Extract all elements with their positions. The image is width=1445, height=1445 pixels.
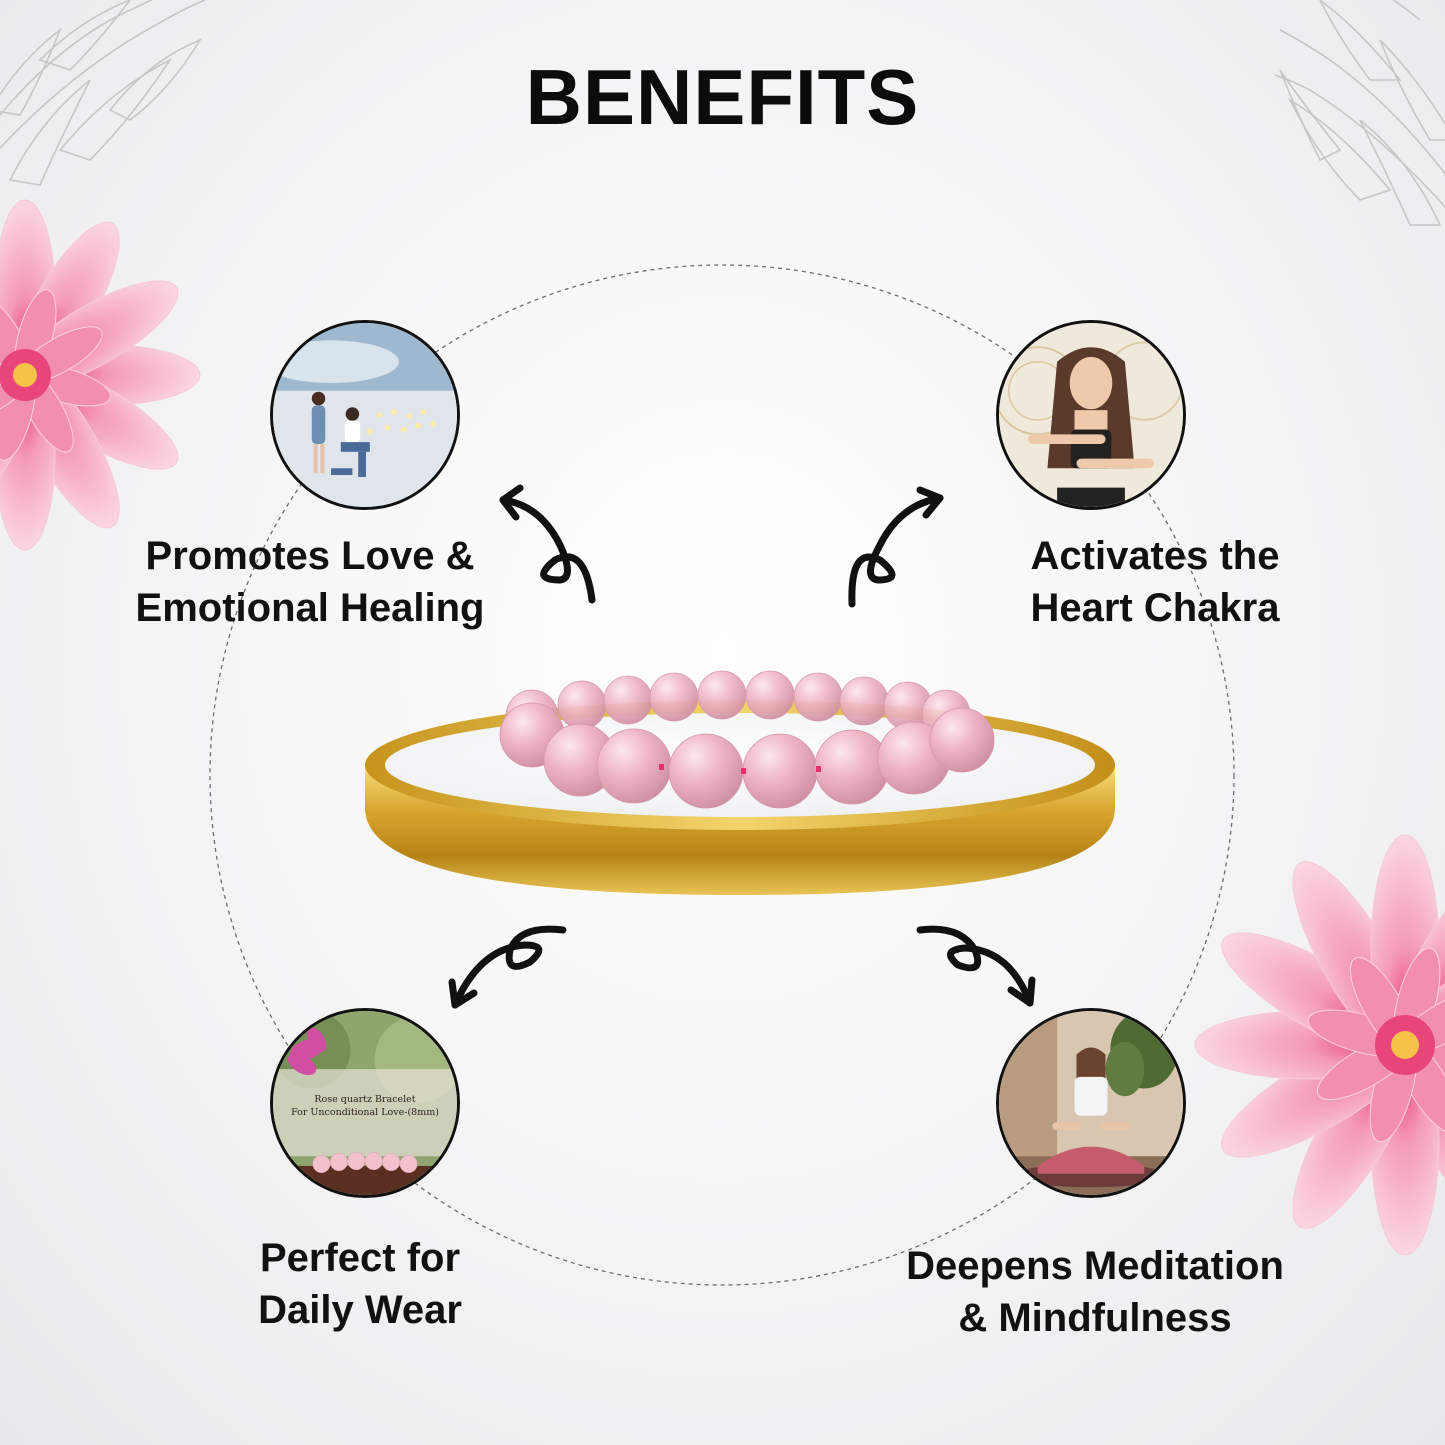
proposal-photo-icon (270, 320, 460, 510)
rose-quartz-bracelet (499, 670, 995, 809)
page-title: BENEFITS (525, 53, 920, 141)
benefit-label-daily-wear: Perfect for Daily Wear (210, 1232, 510, 1336)
bracelet-product-photo-icon: Rose quartz Bracelet For Unconditional L… (270, 1008, 460, 1198)
woman-heart-gesture-photo-icon (996, 320, 1186, 510)
curved-arrow-icon (848, 486, 944, 608)
benefit-label-line: Perfect for (259, 1236, 461, 1280)
benefit-label-line: Activates the (1030, 534, 1280, 578)
pink-dahlia-icon (0, 199, 201, 551)
pink-dahlia-icon (1194, 834, 1445, 1256)
benefit-label-line: Deepens Meditation (906, 1244, 1284, 1288)
lotus-outline-icon (0, 0, 206, 186)
benefit-label-meditation: Deepens Meditation & Mindfulness (870, 1240, 1320, 1344)
product-caption-line2: For Unconditional Love-(8mm) (291, 1107, 439, 1118)
curved-arrow-icon (916, 925, 1036, 1007)
curved-arrow-icon (499, 484, 596, 604)
benefit-label-line: Daily Wear (258, 1288, 462, 1332)
benefit-label-love: Promotes Love & Emotional Healing (110, 530, 510, 634)
dashed-ring (209, 264, 1235, 1286)
benefit-label-line: Emotional Healing (135, 586, 485, 630)
product-caption: Rose quartz Bracelet For Unconditional L… (273, 1093, 457, 1119)
benefit-label-line: Promotes Love & (145, 534, 475, 578)
benefit-label-line: Heart Chakra (1030, 586, 1280, 630)
product-caption-line1: Rose quartz Bracelet (314, 1094, 416, 1105)
lotus-outline-icon (1274, 0, 1445, 226)
curved-arrow-icon (448, 925, 567, 1009)
benefit-label-heart-chakra: Activates the Heart Chakra (1005, 530, 1305, 634)
benefit-label-line: & Mindfulness (958, 1296, 1232, 1340)
